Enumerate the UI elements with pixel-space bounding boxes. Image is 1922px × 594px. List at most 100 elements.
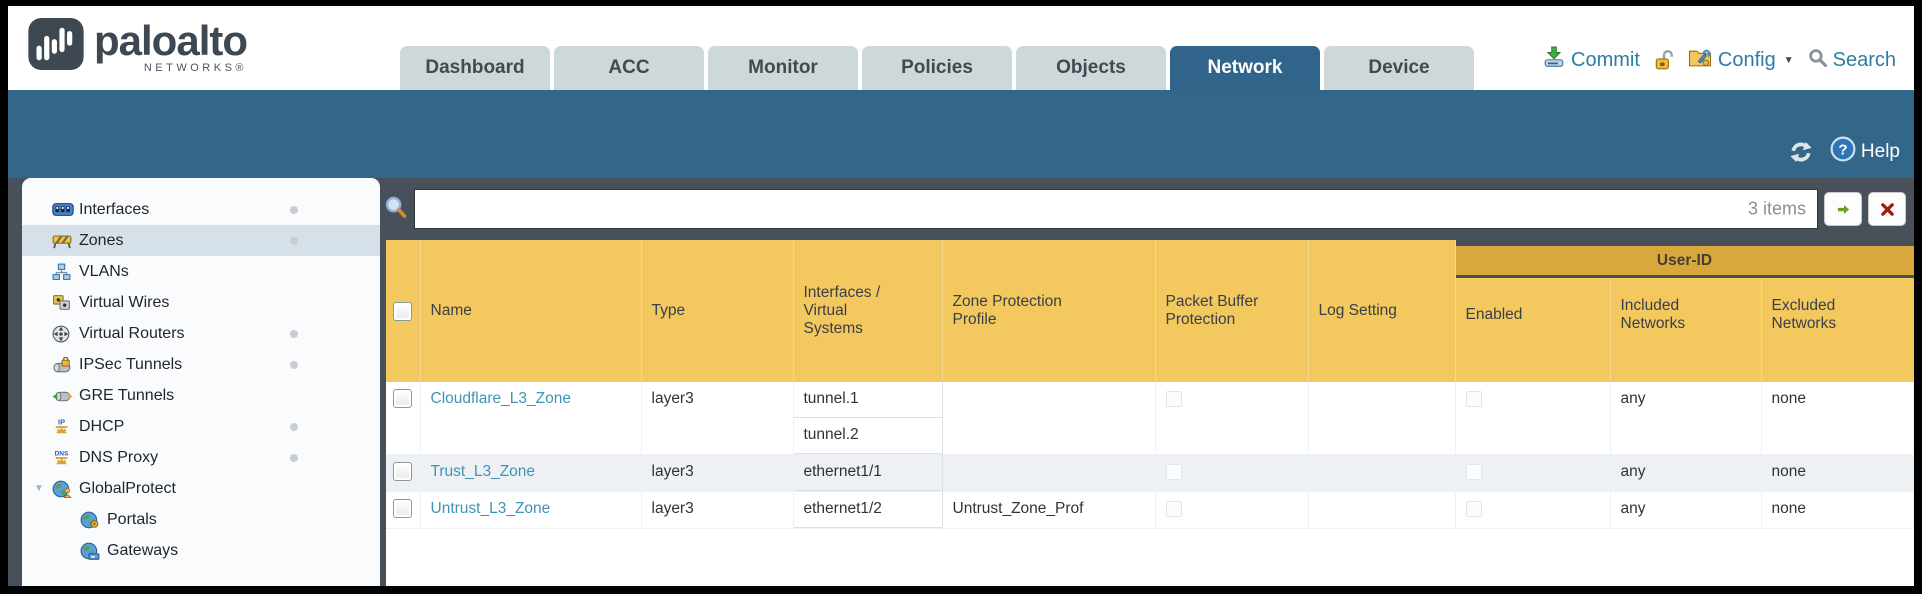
packet-buffer-protection-checkbox[interactable] xyxy=(1165,501,1182,517)
dns-proxy-icon: DNS xyxy=(52,448,79,467)
sidebar-item-dns-proxy[interactable]: DNS DNS Proxy xyxy=(22,442,380,473)
tab-network[interactable]: Network xyxy=(1170,46,1320,90)
sidebar-item-zones[interactable]: Zones xyxy=(22,225,380,256)
paloalto-logo: paloalto NETWORKS® xyxy=(28,17,248,74)
sidebar-item-ipsec-tunnels[interactable]: IPSec Tunnels xyxy=(22,349,380,380)
paloalto-logo-mark-icon xyxy=(28,18,84,70)
content-area: Interfaces Zones VLANs xyxy=(8,178,1914,586)
excluded-networks: none xyxy=(1761,454,1914,492)
zone-type: layer3 xyxy=(641,382,794,455)
sidebar-item-interfaces[interactable]: Interfaces xyxy=(22,194,380,225)
arrow-right-icon xyxy=(1837,204,1849,214)
column-header-zone-protection-profile[interactable]: Zone Protection Profile xyxy=(942,240,1156,382)
included-networks: any xyxy=(1610,491,1762,529)
zones-table-container: Name Type Interfaces / Virtual Systems Z… xyxy=(386,240,1914,586)
teal-band: ? Help xyxy=(8,90,1914,178)
packet-buffer-protection-checkbox[interactable] xyxy=(1165,464,1182,480)
help-icon: ? xyxy=(1830,136,1856,168)
row-checkbox[interactable] xyxy=(393,462,412,481)
zone-name-link[interactable]: Untrust_L3_Zone xyxy=(430,500,551,517)
nav-tabs: Dashboard ACC Monitor Policies Objects N… xyxy=(400,46,1474,90)
log-setting xyxy=(1308,491,1456,529)
zones-icon xyxy=(52,233,79,249)
tab-dashboard[interactable]: Dashboard xyxy=(400,46,550,90)
top-bar: paloalto NETWORKS® Dashboard ACC Monitor… xyxy=(8,6,1914,90)
user-id-enabled-checkbox[interactable] xyxy=(1465,464,1482,480)
zone-name-link[interactable]: Trust_L3_Zone xyxy=(430,463,536,480)
zone-protection-profile: Untrust_Zone_Prof xyxy=(942,491,1156,529)
zone-type: layer3 xyxy=(641,491,794,529)
caret-down-icon: ▼ xyxy=(1783,54,1794,66)
gre-tunnels-icon xyxy=(52,388,79,404)
search-button[interactable]: Search xyxy=(1808,48,1896,73)
zone-interfaces: ethernet1/1 xyxy=(792,454,943,492)
clear-filter-button[interactable] xyxy=(1868,192,1906,226)
status-dot xyxy=(290,206,298,214)
column-header-log-setting[interactable]: Log Setting xyxy=(1308,240,1456,382)
column-group-user-id: User-ID xyxy=(1455,240,1914,278)
expander-icon[interactable]: ▼ xyxy=(34,483,44,494)
zone-interfaces: tunnel.1 tunnel.2 xyxy=(792,382,943,455)
filter-bar: 3 items xyxy=(380,178,1914,240)
gateways-icon xyxy=(80,542,107,560)
svg-text:DNS: DNS xyxy=(55,450,69,457)
row-checkbox[interactable] xyxy=(393,499,412,518)
virtual-routers-icon xyxy=(52,325,79,343)
table-row: Untrust_L3_Zone layer3 ethernet1/2 Untru… xyxy=(386,491,1914,529)
help-button[interactable]: ? Help xyxy=(1830,136,1900,168)
sidebar-item-portals[interactable]: Portals xyxy=(22,504,380,535)
status-dot xyxy=(290,237,298,245)
tab-monitor[interactable]: Monitor xyxy=(708,46,858,90)
svg-text:IP: IP xyxy=(58,417,65,426)
commit-button[interactable]: Commit xyxy=(1543,46,1640,74)
apply-filter-button[interactable] xyxy=(1824,192,1862,226)
packet-buffer-protection-checkbox[interactable] xyxy=(1165,391,1182,407)
zone-interfaces: ethernet1/2 xyxy=(792,491,943,529)
tab-acc[interactable]: ACC xyxy=(554,46,704,90)
column-header-included-networks[interactable]: Included Networks xyxy=(1610,278,1762,382)
sidebar-item-gateways[interactable]: Gateways xyxy=(22,535,380,566)
lock-icon[interactable] xyxy=(1654,49,1674,71)
logo-wordmark: paloalto xyxy=(94,17,248,64)
status-dot xyxy=(290,423,298,431)
tab-policies[interactable]: Policies xyxy=(862,46,1012,90)
status-dot xyxy=(290,361,298,369)
column-header-name[interactable]: Name xyxy=(420,240,642,382)
user-id-enabled-checkbox[interactable] xyxy=(1465,501,1482,517)
sidebar-item-virtual-wires[interactable]: Virtual Wires xyxy=(22,287,380,318)
filter-input[interactable] xyxy=(414,189,1818,229)
zone-name-link[interactable]: Cloudflare_L3_Zone xyxy=(430,390,571,407)
column-header-packet-buffer-protection[interactable]: Packet Buffer Protection xyxy=(1155,240,1309,382)
sidebar-item-gre-tunnels[interactable]: GRE Tunnels xyxy=(22,380,380,411)
tab-device[interactable]: Device xyxy=(1324,46,1474,90)
log-setting xyxy=(1308,382,1456,455)
row-checkbox[interactable] xyxy=(393,389,412,408)
user-id-enabled-checkbox[interactable] xyxy=(1465,391,1482,407)
config-icon xyxy=(1688,47,1712,74)
column-header-interfaces[interactable]: Interfaces / Virtual Systems xyxy=(793,240,943,382)
sidebar-item-virtual-routers[interactable]: Virtual Routers xyxy=(22,318,380,349)
tab-objects[interactable]: Objects xyxy=(1016,46,1166,90)
virtual-wires-icon xyxy=(52,294,79,311)
items-count: 3 items xyxy=(1747,198,1806,219)
log-setting xyxy=(1308,454,1456,492)
commit-icon xyxy=(1543,46,1565,74)
config-menu[interactable]: Config ▼ xyxy=(1688,47,1794,74)
ipsec-tunnels-icon xyxy=(52,356,79,373)
network-sidebar: Interfaces Zones VLANs xyxy=(22,178,380,586)
excluded-networks: none xyxy=(1761,382,1914,455)
sidebar-item-vlans[interactable]: VLANs xyxy=(22,256,380,287)
sidebar-item-globalprotect[interactable]: ▼ GlobalProtect xyxy=(34,479,176,498)
zones-table: Name Type Interfaces / Virtual Systems Z… xyxy=(386,240,1914,529)
column-header-type[interactable]: Type xyxy=(641,240,794,382)
dhcp-icon: IP xyxy=(52,417,79,436)
sidebar-item-dhcp[interactable]: IP DHCP xyxy=(22,411,380,442)
column-header-enabled[interactable]: Enabled xyxy=(1455,278,1611,382)
refresh-icon[interactable] xyxy=(1788,141,1814,163)
search-icon xyxy=(1808,48,1827,73)
globalprotect-icon xyxy=(52,480,79,498)
column-header-excluded-networks[interactable]: Excluded Networks xyxy=(1761,278,1914,382)
select-all-checkbox[interactable] xyxy=(393,301,412,321)
excluded-networks: none xyxy=(1761,491,1914,529)
close-icon xyxy=(1880,202,1894,216)
